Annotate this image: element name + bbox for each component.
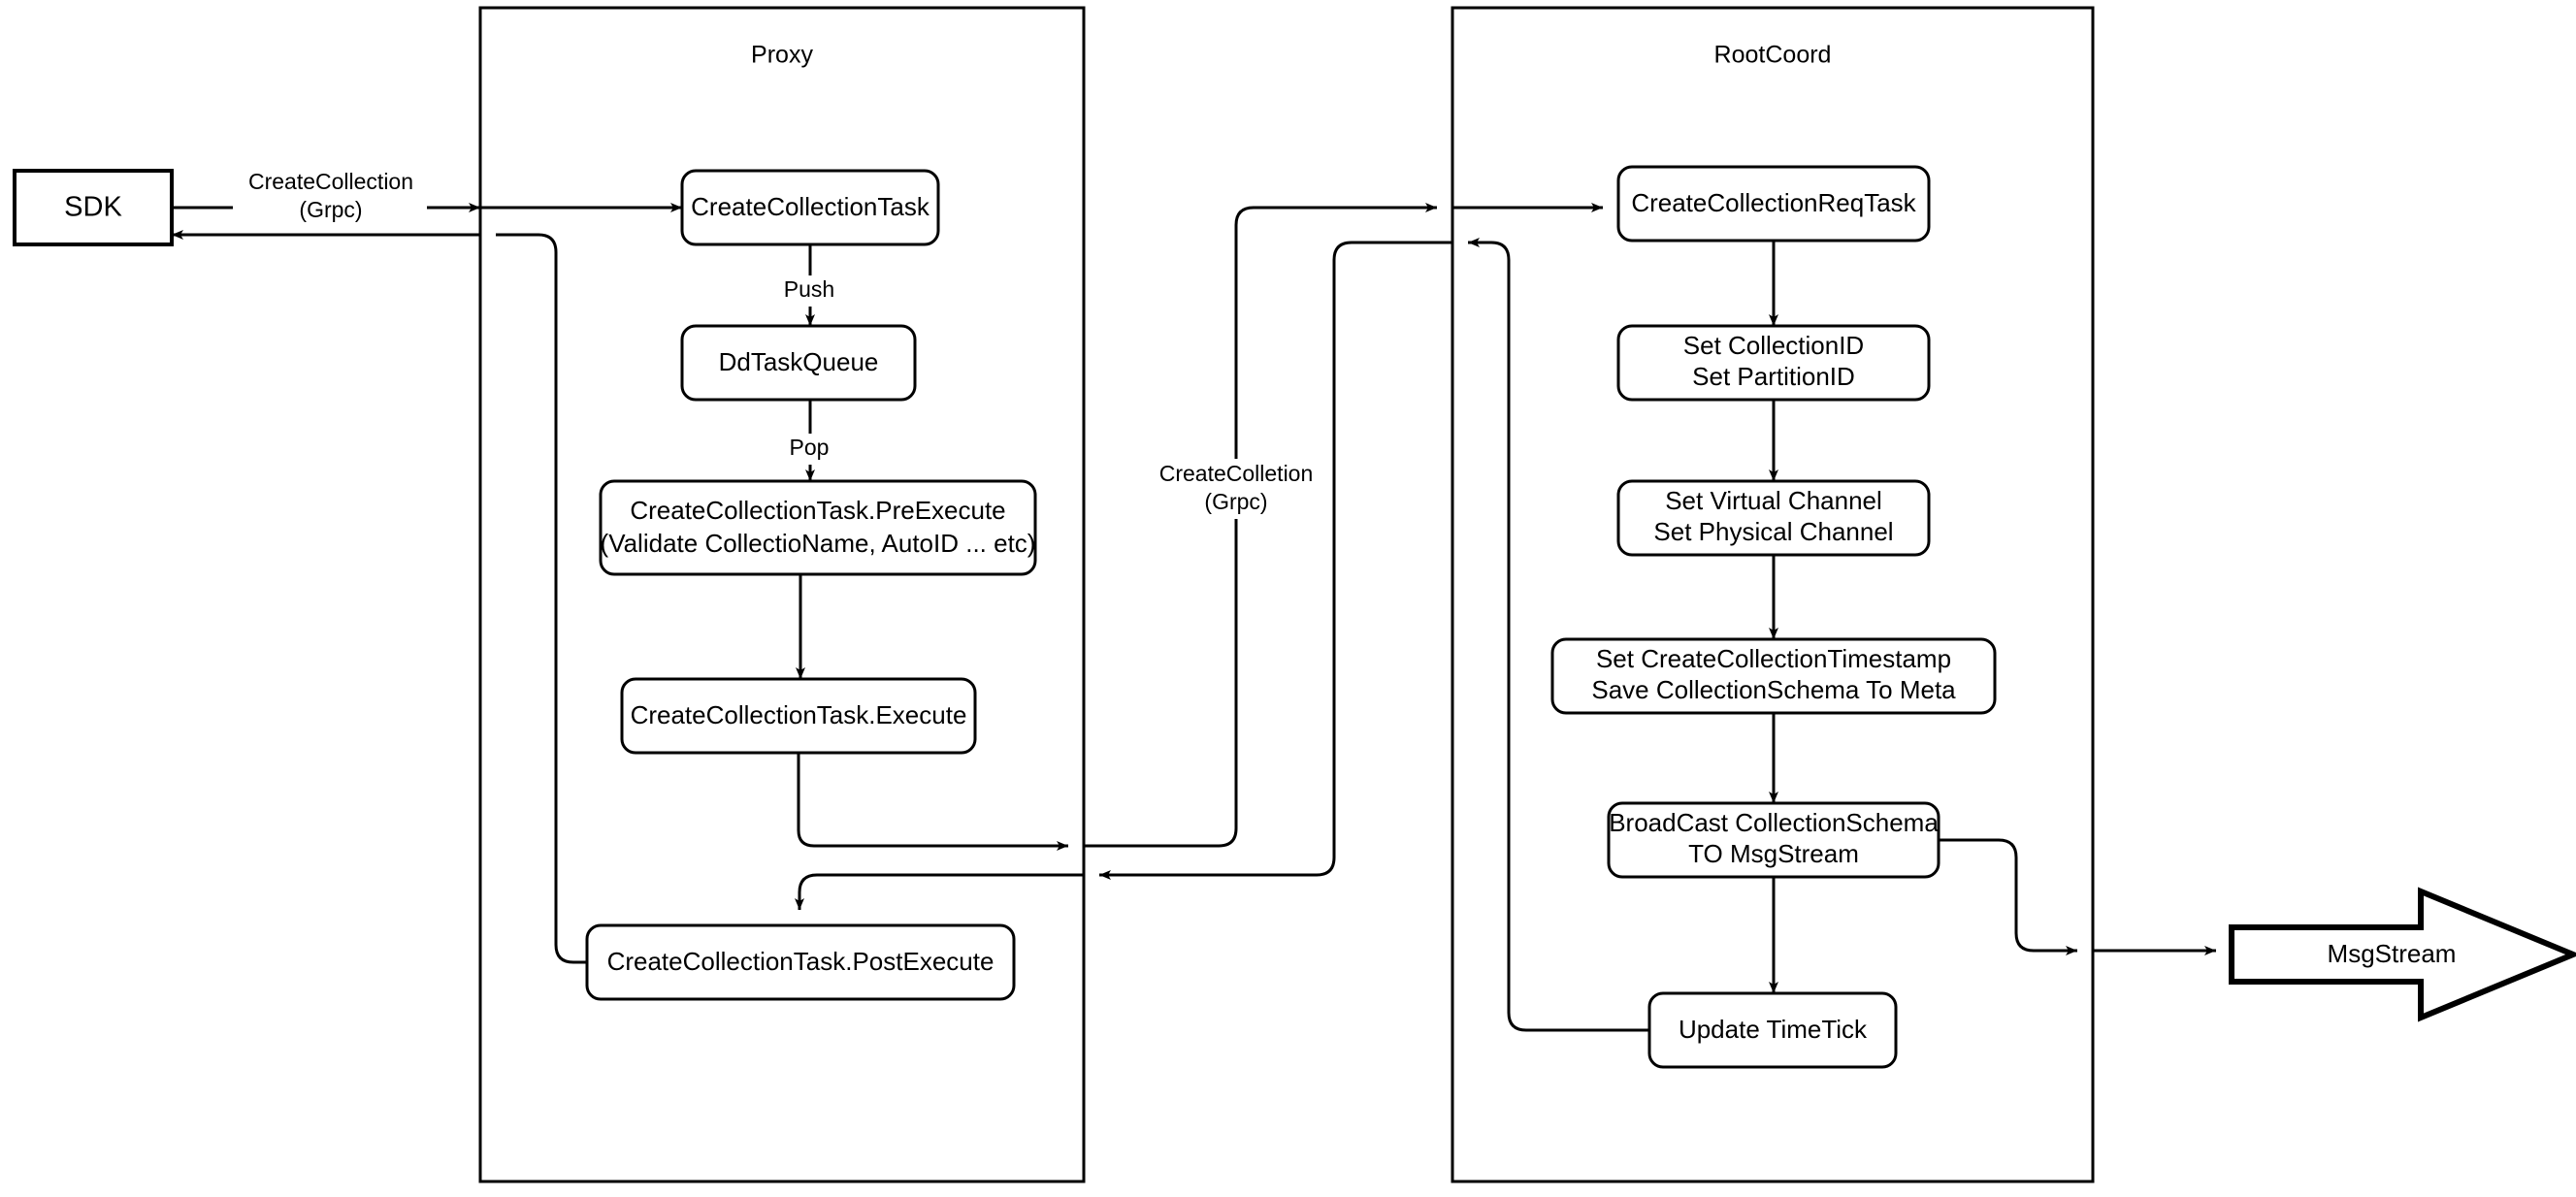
node-post-execute[interactable]: CreateCollectionTask.PostExecute [585,923,1016,1001]
node-execute[interactable]: CreateCollectionTask.Execute [620,677,977,755]
container-rootcoord: RootCoord [1451,6,2095,1183]
dd-task-queue-box[interactable] [680,324,917,402]
broadcast-label-line1: BroadCast CollectionSchema [1609,808,1939,837]
broadcast-label-line2: TO MsgStream [1688,839,1859,868]
pop-label: Pop [790,435,830,460]
create-collection-task-label: CreateCollectionTask [691,192,930,221]
set-timestamp-label-line2: Save CollectionSchema To Meta [1591,675,1956,704]
create-collection-grpc-line2: (Grpc) [299,197,362,222]
label-bg-4 [1143,459,1329,519]
create-collection-grpc-line1: CreateCollection [248,169,413,194]
label-bg-1 [233,167,427,227]
edge-proxy-edge-to-postexecute [795,873,1084,910]
set-timestamp-box[interactable] [1550,637,1997,715]
node-set-timestamp[interactable]: Set CreateCollectionTimestamp Save Colle… [1550,637,1997,715]
node-pre-execute[interactable]: CreateCollectionTask.PreExecute (Validat… [599,479,1037,576]
create-colletion-grpc-line2: (Grpc) [1204,489,1267,514]
node-msgstream[interactable]: MsgStream [2229,887,2576,1022]
sdk-box[interactable] [13,169,174,246]
edge-label-create-colletion-grpc: CreateColletion (Grpc) [1143,459,1329,519]
create-collection-req-task-box[interactable] [1616,165,1931,243]
node-update-timetick[interactable]: Update TimeTick [1647,991,1898,1069]
edge-broadcast-to-rootcoord-edge [1939,838,2077,955]
rootcoord-boundary [1451,6,2095,1183]
post-execute-box[interactable] [585,923,1016,1001]
update-timetick-box[interactable] [1647,991,1898,1069]
edge-rootcoord-to-proxy-response [1099,241,1452,880]
sdk-label: SDK [64,192,122,223]
node-broadcast[interactable]: BroadCast CollectionSchema TO MsgStream [1607,801,1940,879]
dd-task-queue-label: DdTaskQueue [719,347,879,376]
container-proxy: Proxy [478,6,1086,1183]
edge-label-create-collection-grpc: CreateCollection (Grpc) [233,167,427,227]
push-label: Push [784,276,834,302]
edge-execute-to-proxy-edge [797,753,1068,851]
post-execute-label: CreateCollectionTask.PostExecute [607,947,995,976]
node-set-ids[interactable]: Set CollectionID Set PartitionID [1616,324,1931,402]
node-dd-task-queue[interactable]: DdTaskQueue [680,324,917,402]
set-channels-box[interactable] [1616,479,1931,557]
pre-execute-box[interactable] [599,479,1037,576]
execute-box[interactable] [620,677,977,755]
edge-postexecute-to-proxy-boundary [496,233,587,964]
node-sdk[interactable]: SDK [13,169,174,246]
node-create-collection-req-task[interactable]: CreateCollectionReqTask [1616,165,1931,243]
broadcast-box[interactable] [1607,801,1940,879]
node-set-channels[interactable]: Set Virtual Channel Set Physical Channel [1616,479,1931,557]
msgstream-label: MsgStream [2328,939,2457,968]
rootcoord-label: RootCoord [1714,42,1832,69]
node-create-collection-task[interactable]: CreateCollectionTask [680,169,940,246]
execute-label: CreateCollectionTask.Execute [631,700,967,729]
edge-label-pop: Pop [774,434,844,465]
label-bg-3 [774,434,844,465]
edge-updatetimetick-return [1468,238,1649,1032]
create-collection-task-box[interactable] [680,169,940,246]
set-channels-label-line2: Set Physical Channel [1653,517,1893,546]
msgstream-arrow-shape[interactable] [2229,887,2576,1022]
edge-label-push: Push [769,275,849,307]
create-collection-req-task-label: CreateCollectionReqTask [1631,188,1916,217]
set-ids-label-line2: Set PartitionID [1692,362,1855,391]
create-colletion-grpc-line1: CreateColletion [1159,461,1314,486]
set-ids-label-line1: Set CollectionID [1683,331,1864,360]
label-bg-2 [769,275,849,307]
set-channels-label-line1: Set Virtual Channel [1665,486,1882,515]
update-timetick-label: Update TimeTick [1679,1015,1868,1044]
set-ids-box[interactable] [1616,324,1931,402]
pre-execute-label-line2: (Validate CollectioName, AutoID ... etc) [601,529,1036,558]
proxy-boundary [478,6,1086,1183]
proxy-label: Proxy [751,42,813,69]
set-timestamp-label-line1: Set CreateCollectionTimestamp [1596,644,1951,673]
pre-execute-label-line1: CreateCollectionTask.PreExecute [630,496,1005,525]
edge-proxy-to-rootcoord-grpc [1084,203,1437,848]
